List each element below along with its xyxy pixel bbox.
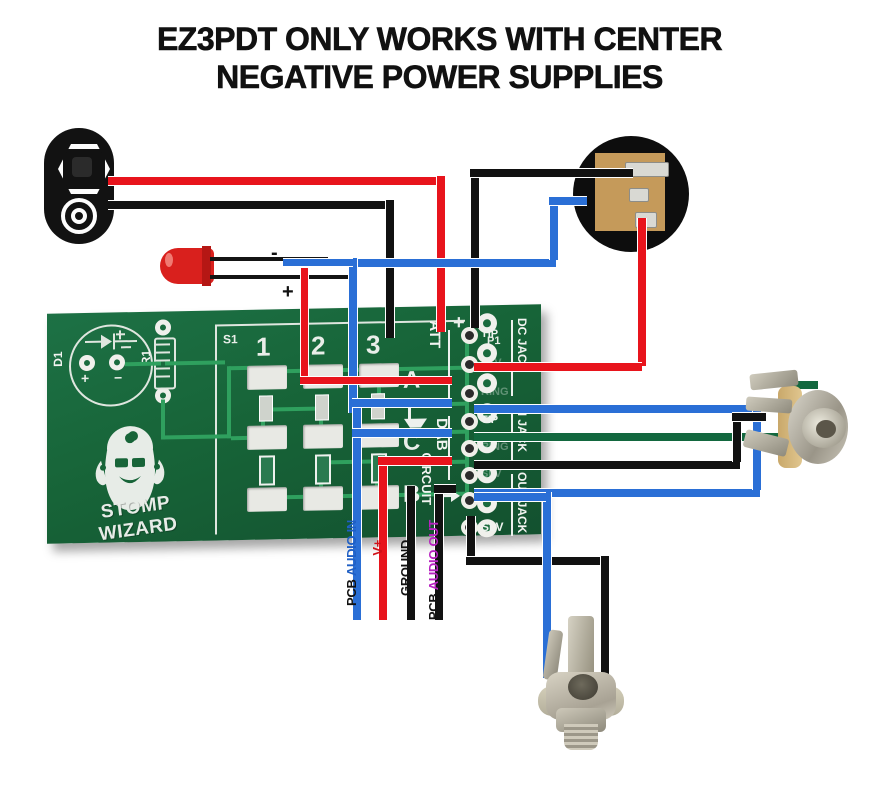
output-jack-tip-lug bbox=[568, 616, 594, 676]
wire-fsw-red-h bbox=[474, 362, 642, 372]
wire-audio-out-v bbox=[434, 484, 444, 620]
label-audio-in-text: AUDIO IN bbox=[344, 520, 359, 577]
conn-pad-5 bbox=[461, 467, 478, 484]
label-pcb-audio-out: PCB AUDIO OUT bbox=[426, 520, 441, 620]
d1-minus-silk: − bbox=[114, 369, 123, 386]
wire-outjack-blue-v bbox=[752, 460, 762, 490]
output-jack bbox=[516, 616, 640, 750]
s1-refdes: S1 bbox=[223, 332, 238, 347]
s1-pad-1b bbox=[247, 425, 287, 450]
page-title: EZ3PDT ONLY WORKS WITH CENTER NEGATIVE P… bbox=[0, 20, 879, 96]
ez3pdt-pcb: + − D1 R1 bbox=[47, 304, 541, 545]
title-line-1: EZ3PDT ONLY WORKS WITH CENTER bbox=[156, 21, 723, 58]
stomp-wizard-logo bbox=[75, 419, 185, 529]
conn-pad-3 bbox=[461, 413, 478, 430]
conn-pad-1 bbox=[461, 356, 478, 373]
s1-pad-1a bbox=[247, 365, 287, 390]
wire-injack-blue-h bbox=[474, 404, 760, 414]
led-anode-lead bbox=[210, 275, 350, 279]
s1-col-2: 2 bbox=[311, 330, 326, 361]
input-jack bbox=[742, 368, 868, 486]
wire-fsw-red-v bbox=[637, 218, 647, 366]
footswitch-lug-mid bbox=[629, 188, 649, 202]
wire-outjack-slv-h bbox=[466, 556, 608, 566]
s1-pad-1c bbox=[247, 487, 287, 512]
title-line-2: NEGATIVE POWER SUPPLIES bbox=[216, 59, 664, 96]
conn-label-5: SLV bbox=[481, 468, 502, 480]
r1-pad-top bbox=[155, 319, 171, 336]
dc-power-jack bbox=[44, 128, 114, 244]
wire-outjack-lug-blue bbox=[542, 492, 552, 678]
wire-dc-black-v1 bbox=[385, 200, 395, 338]
conn-pad-0 bbox=[461, 327, 478, 344]
input-jack-ring-lug bbox=[745, 396, 793, 414]
d1-plus-silk: + bbox=[81, 369, 90, 387]
pcb-connector-column: TIP SLV RING TIP RING SLV TIP SLV DC JAC… bbox=[461, 312, 541, 536]
conn-pad-2 bbox=[461, 385, 478, 402]
wire-vplus-h bbox=[378, 456, 452, 466]
wire-ground-v bbox=[406, 486, 416, 620]
conn-label-3: TIP bbox=[481, 414, 499, 426]
conn-label-0: TIP bbox=[481, 328, 499, 340]
wire-led-red-h bbox=[300, 376, 452, 385]
label-vplus: V+ bbox=[370, 540, 385, 556]
wire-fsw-black-h bbox=[470, 168, 633, 178]
led-cathode-lead bbox=[210, 257, 328, 261]
output-jack-hole bbox=[568, 674, 598, 700]
down-arrow-icon bbox=[404, 418, 427, 428]
wire-fsw-blue-h2 bbox=[549, 196, 587, 206]
footswitch-3pdt bbox=[573, 136, 689, 252]
label-pcb-audio-in: PCB AUDIO IN bbox=[344, 520, 359, 606]
output-jack-thread bbox=[564, 724, 598, 750]
wire-outtip-blue-h bbox=[352, 428, 452, 438]
wire-audio-out-h bbox=[434, 484, 456, 494]
label-pcb-prefix-out: PCB bbox=[426, 590, 441, 621]
wire-injack-green-h2 bbox=[788, 380, 818, 390]
s1-box-edge bbox=[215, 324, 217, 535]
wire-audio-in-h bbox=[352, 398, 452, 408]
conn-label-2: RING bbox=[481, 386, 509, 398]
dc-jack-barrel-icon bbox=[61, 198, 97, 234]
wire-injack-black-h2 bbox=[732, 412, 766, 422]
wire-led-blue-h bbox=[283, 258, 353, 267]
conn-label-4: RING bbox=[481, 441, 509, 453]
s1-pad-2c bbox=[303, 486, 343, 511]
wire-injack-green-h bbox=[474, 432, 796, 442]
wire-fsw-blue-v2 bbox=[348, 258, 358, 413]
led-plus-label: + bbox=[282, 281, 294, 303]
wire-led-red-v bbox=[300, 268, 309, 380]
label-ground: GROUND bbox=[398, 540, 413, 596]
dc-jack-nut-icon bbox=[58, 144, 110, 194]
conn-label-7: SLV bbox=[481, 520, 504, 534]
conn-pad-6 bbox=[461, 492, 478, 509]
led-minus-label: - bbox=[271, 242, 278, 264]
s1-col-3: 3 bbox=[366, 329, 381, 360]
led-flange bbox=[202, 246, 211, 286]
group-label-dc-jack: DC JACK bbox=[515, 318, 529, 372]
wire-fsw-blue-v1 bbox=[549, 196, 559, 260]
wire-outjack-slv-v2 bbox=[600, 556, 610, 678]
wire-outjack-blue-h bbox=[474, 488, 760, 498]
wire-injack-black-v bbox=[732, 412, 742, 462]
wire-injack-black-h bbox=[474, 460, 740, 470]
input-jack-hole bbox=[816, 420, 836, 438]
wire-outjack-lug-blue-h bbox=[474, 492, 546, 502]
wire-fsw-black-v bbox=[470, 168, 480, 328]
d1-refdes: D1 bbox=[51, 351, 65, 368]
s1-col-1: 1 bbox=[256, 331, 271, 362]
wire-vplus-v bbox=[378, 456, 388, 620]
wire-outjack-slv-v bbox=[466, 516, 476, 562]
conn-pad-4 bbox=[461, 440, 478, 457]
wire-fsw-blue-h bbox=[348, 258, 556, 268]
s1-pad-2b bbox=[303, 424, 343, 449]
label-audio-out-text: AUDIO OUT bbox=[426, 520, 441, 591]
wire-dc-red-h1 bbox=[108, 176, 442, 186]
label-pcb-prefix-in: PCB bbox=[344, 576, 359, 606]
diode-arrow-icon bbox=[101, 334, 112, 349]
wire-audio-in-v bbox=[352, 398, 362, 620]
wire-dc-black-h1 bbox=[108, 200, 392, 210]
wire-dc-red-v1 bbox=[436, 176, 446, 332]
group-label-out-jack: OUT JACK bbox=[515, 472, 529, 534]
